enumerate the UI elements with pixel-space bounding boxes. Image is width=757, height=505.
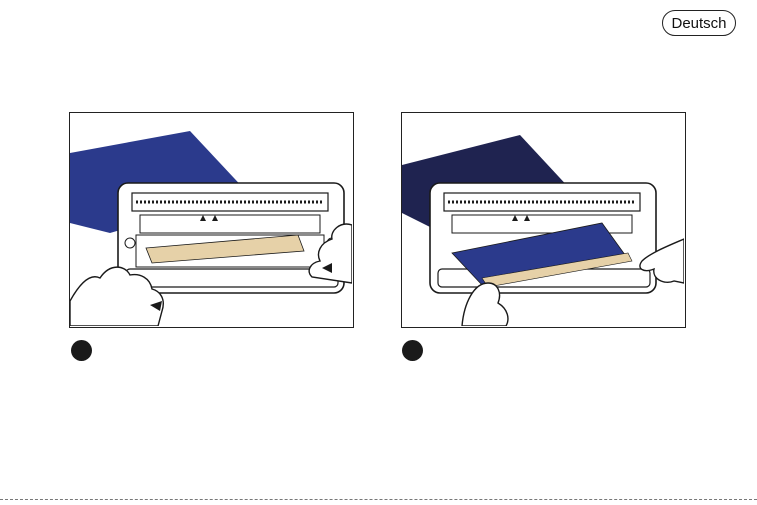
step-2-illustration xyxy=(401,112,686,328)
printer-insert-svg xyxy=(70,113,352,326)
language-badge[interactable]: Deutsch xyxy=(662,10,736,36)
step-1-marker xyxy=(71,340,92,361)
printer-eject-svg xyxy=(402,113,684,326)
step-1-illustration xyxy=(69,112,354,328)
page-divider xyxy=(0,499,757,500)
step-2-marker xyxy=(402,340,423,361)
